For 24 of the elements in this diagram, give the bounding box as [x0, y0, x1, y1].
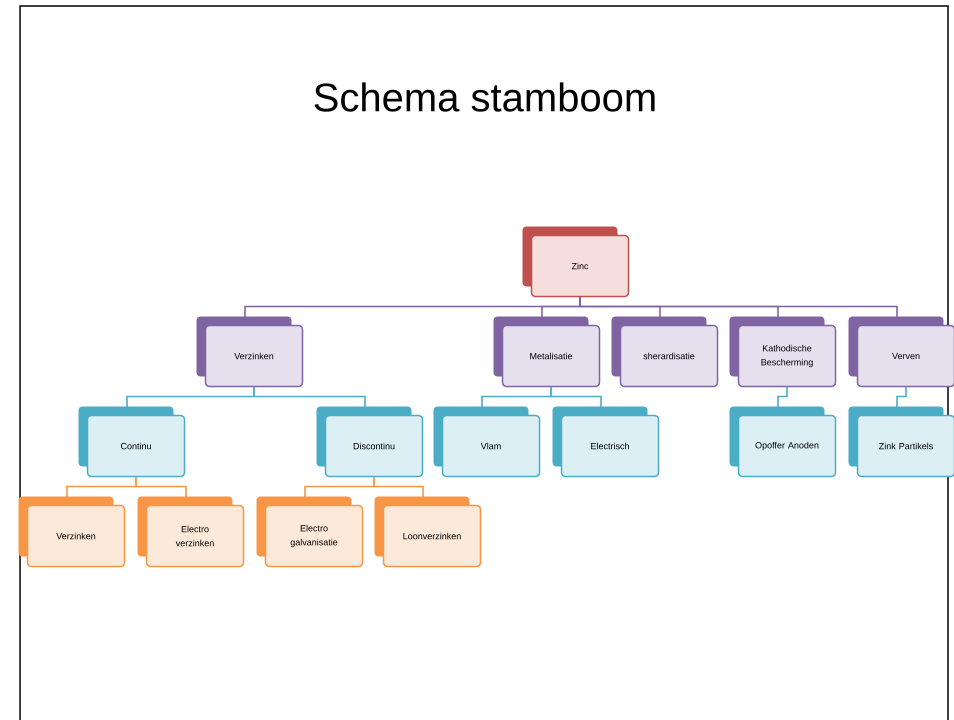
- connector: [253, 387, 366, 406]
- org-box: Verzinken: [18, 496, 126, 568]
- connector: [550, 387, 602, 406]
- org-box: Loonverzinken: [374, 496, 482, 568]
- org-box: sherardisatie: [612, 316, 718, 388]
- org-box: Vlam: [434, 406, 540, 478]
- org-box: Zink Partikels: [848, 406, 954, 478]
- org-box: Opoffer Anoden: [730, 406, 836, 478]
- org-box: Verven: [848, 316, 954, 388]
- org-box: Continu: [78, 406, 186, 478]
- connector: [135, 477, 187, 496]
- org-box: Discontinu: [316, 406, 424, 478]
- org-box: Electro verzinken: [138, 496, 244, 568]
- org-box: Electrisch: [552, 406, 660, 478]
- org-box: Zinc: [522, 226, 630, 298]
- title: Schema stamboom: [314, 82, 655, 112]
- connector: [579, 297, 898, 316]
- connector: [373, 477, 424, 496]
- org-box: Metalisatie: [494, 316, 600, 388]
- org-box: Electro galvanisatie: [256, 496, 364, 568]
- connector: [777, 387, 788, 406]
- connector: [896, 387, 907, 406]
- org-box: Kathodische Bescherming: [730, 316, 836, 388]
- org-box: Verzinken: [196, 316, 304, 388]
